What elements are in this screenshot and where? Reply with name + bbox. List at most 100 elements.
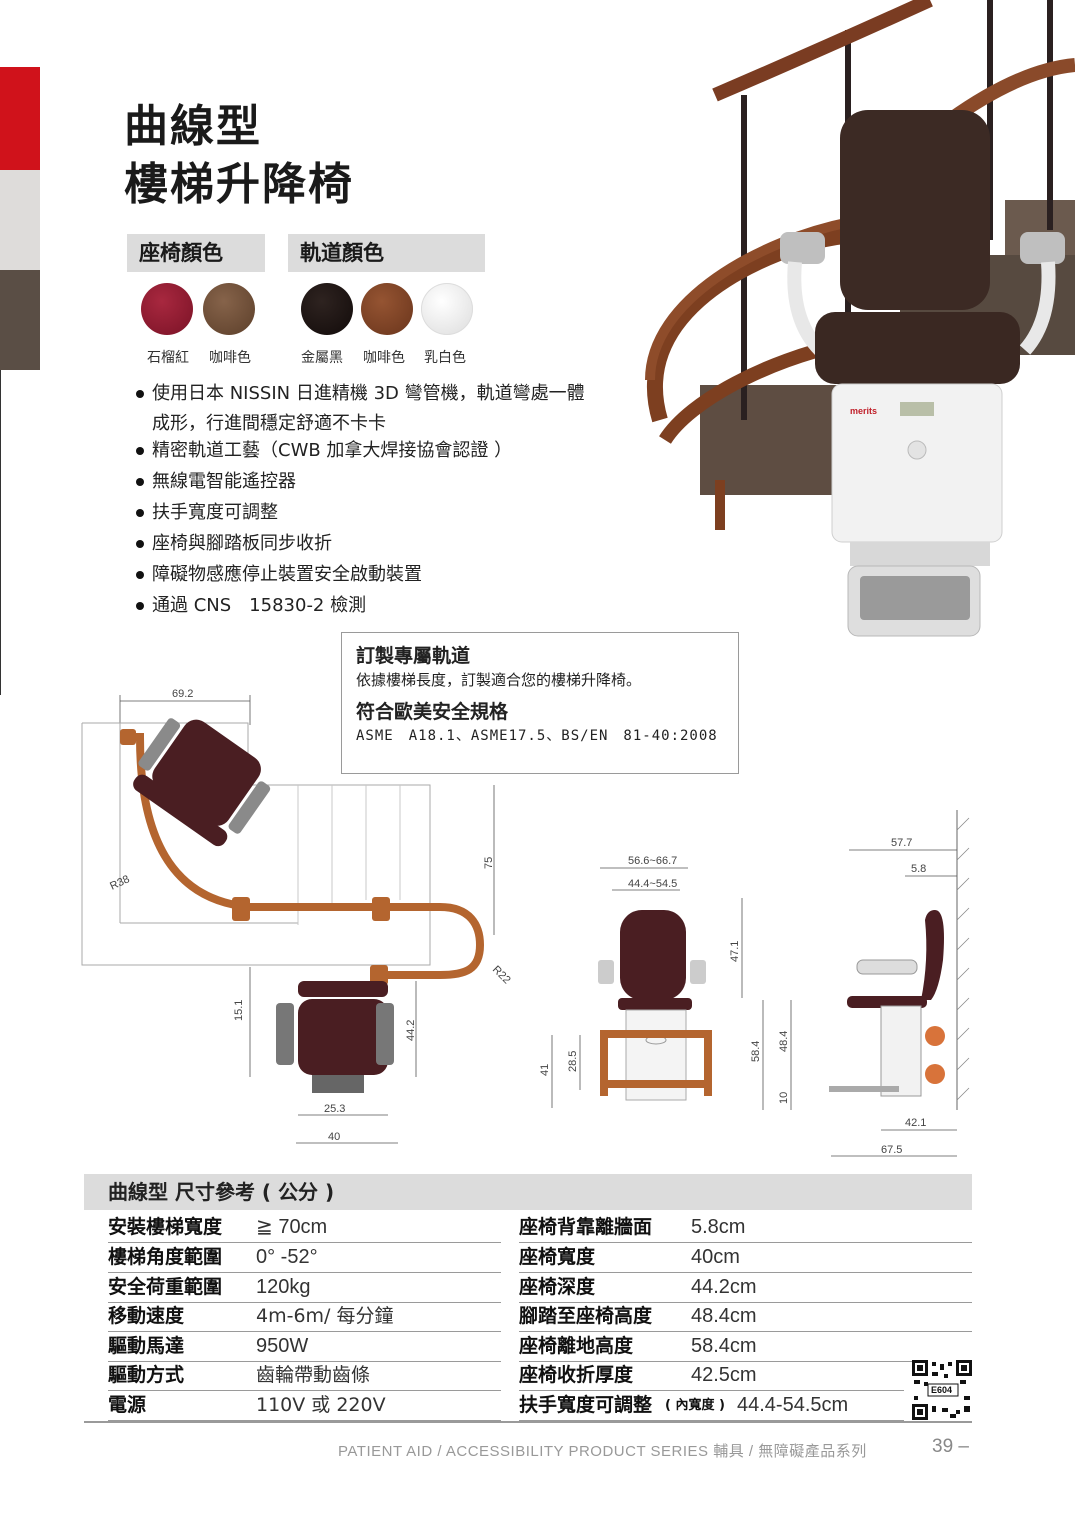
- swatch-label: 金屬黑: [301, 350, 343, 366]
- swatch-seat-pomegranate-red: [141, 283, 193, 335]
- spec-row: 安裝樓梯寬度 ≧ 70cm: [108, 1213, 501, 1243]
- feature-item-continuation: 成形，行進間穩定舒適不卡卡: [152, 413, 386, 434]
- top-view-diagram: 69.2 75 R38 R22 15.1 44.2 25.3 40: [81, 688, 513, 1144]
- spec-row: 安全荷重範圍 120kg: [108, 1273, 501, 1303]
- dim-label: 28.5: [567, 1051, 579, 1072]
- callout-standards: ASME A18.1、ASME17.5、BS/EN 81-40:2008: [356, 728, 718, 744]
- spec-row: 移動速度 4m-6m/ 每分鐘: [108, 1302, 501, 1332]
- color-strip-grey: [0, 170, 40, 270]
- spec-key: 樓梯角度範圍: [108, 1246, 223, 1268]
- spec-key: 安全荷重範圍: [108, 1276, 223, 1298]
- spec-row: 電源 110V 或 220V: [108, 1391, 501, 1421]
- callout-text: 依據樓梯長度，訂製適合您的樓梯升降椅。: [356, 671, 642, 689]
- swatch-rail-metal-black: [301, 283, 353, 335]
- dim-label: 57.7: [891, 837, 912, 849]
- dim-label: 48.4: [778, 1031, 790, 1052]
- page-number: 39 –: [932, 1436, 969, 1457]
- dim-label: 69.2: [172, 688, 193, 700]
- swatch-label: 乳白色: [424, 350, 466, 366]
- stairlift-photo: merits: [645, 0, 1075, 637]
- spec-row: 驅動馬達 950W: [108, 1332, 501, 1362]
- feature-item: 無線電智能遙控器: [136, 466, 585, 497]
- feature-item: 扶手寬度可調整: [136, 497, 585, 528]
- rail-color-label: 軌道顏色: [288, 234, 485, 272]
- spec-key-note: ( 內寬度 ): [665, 1398, 725, 1413]
- dim-label: 5.8: [911, 863, 926, 875]
- dim-label: 15.1: [233, 1000, 245, 1021]
- swatch-label: 咖啡色: [363, 350, 405, 366]
- callout-heading: 訂製專屬軌道: [356, 645, 471, 667]
- seat-color-label: 座椅顏色: [127, 234, 265, 272]
- front-view-diagram: 56.6~66.7 44.4~54.5 41 28.5 47.1: [540, 855, 743, 1108]
- spec-key: 安裝樓梯寬度: [108, 1216, 223, 1238]
- spec-key: 電源: [108, 1394, 147, 1416]
- feature-item: 精密軌道工藝（CWB 加拿大焊接協會認證 ）: [136, 435, 585, 466]
- spec-value: 0° -52°: [256, 1246, 318, 1268]
- swatch-rail-milk-white: [421, 283, 473, 335]
- feature-item: 通過 CNS 15830-2 檢測: [136, 590, 585, 621]
- chair-seat: [815, 312, 1020, 384]
- side-view-diagram: 57.7 5.8 58.4 48.4 10 42.1 67.5: [750, 810, 970, 1157]
- spec-value: 48.4cm: [691, 1305, 757, 1327]
- qr-code[interactable]: E604: [912, 1360, 972, 1420]
- spec-value: 58.4cm: [691, 1335, 757, 1357]
- swatch-rail-coffee: [361, 283, 413, 335]
- custom-track-callout: 訂製專屬軌道 依據樓梯長度，訂製適合您的樓梯升降椅。 符合歐美安全規格 ASME…: [341, 632, 739, 774]
- chair-backrest-side: [921, 910, 944, 1000]
- spec-table-header: 曲線型 尺寸參考 ( 公分 ): [84, 1174, 972, 1210]
- spec-value: 4m-6m/ 每分鐘: [256, 1305, 394, 1327]
- spec-value: 齒輪帶動齒條: [256, 1364, 371, 1386]
- chair-backrest-front: [620, 910, 686, 1000]
- callout-heading: 符合歐美安全規格: [356, 701, 509, 723]
- feature-item: 座椅與腳踏板同步收折: [136, 528, 585, 559]
- dim-label: 67.5: [881, 1144, 902, 1156]
- dim-label: 40: [328, 1131, 340, 1143]
- dim-label: 44.2: [405, 1020, 417, 1041]
- spec-value: 5.8cm: [691, 1216, 746, 1238]
- spec-value: 44.2cm: [691, 1276, 757, 1298]
- spec-key: 移動速度: [108, 1305, 185, 1327]
- spec-value: 44.4-54.5cm: [737, 1394, 849, 1416]
- swatch-label: 石榴紅: [147, 350, 189, 366]
- brand-logo-text: merits: [850, 406, 877, 416]
- dim-label: R22: [490, 964, 513, 987]
- spec-row: 座椅收折厚度 42.5cm: [519, 1361, 904, 1391]
- spec-row: 座椅背靠離牆面 5.8cm: [519, 1213, 972, 1243]
- spec-row: 座椅寬度 40cm: [519, 1243, 972, 1273]
- spec-key: 座椅深度: [519, 1276, 596, 1298]
- spec-value: 42.5cm: [691, 1364, 757, 1386]
- spec-row: 腳踏至座椅高度 48.4cm: [519, 1302, 972, 1332]
- page-title-line1: 曲線型: [124, 101, 262, 152]
- spec-row: 驅動方式 齒輪帶動齒條: [108, 1361, 501, 1391]
- spec-row: 樓梯角度範圍 0° -52°: [108, 1243, 501, 1273]
- dim-label: 75: [483, 857, 495, 869]
- spec-row: 座椅離地高度 58.4cm: [519, 1332, 972, 1362]
- dim-label: 10: [778, 1092, 790, 1104]
- chair-seat-top-view: [298, 999, 388, 1075]
- dim-label: 58.4: [750, 1041, 762, 1062]
- spec-key: 驅動馬達: [108, 1335, 185, 1357]
- spec-key: 座椅背靠離牆面: [519, 1216, 653, 1238]
- dim-label: 41: [540, 1064, 551, 1076]
- spec-value: 120kg: [256, 1276, 311, 1298]
- spec-row: 扶手寬度可調整 ( 內寬度 ) 44.4-54.5cm: [519, 1391, 904, 1421]
- spec-value: 40cm: [691, 1246, 740, 1268]
- spec-value: ≧ 70cm: [256, 1216, 328, 1238]
- feature-item: 使用日本 NISSIN 日進精機 3D 彎管機，軌道彎處一體: [136, 378, 585, 409]
- footer-series: PATIENT AID / ACCESSIBILITY PRODUCT SERI…: [338, 1443, 867, 1460]
- page-title-line2: 樓梯升降椅: [124, 159, 354, 210]
- spec-key: 腳踏至座椅高度: [519, 1305, 653, 1327]
- strip-rule: [0, 370, 1, 695]
- swatch-label: 咖啡色: [209, 350, 251, 366]
- qr-code-label: E604: [931, 1385, 952, 1395]
- feature-item: 障礙物感應停止裝置安全啟動裝置: [136, 559, 585, 590]
- spec-row: 座椅深度 44.2cm: [519, 1273, 972, 1303]
- dim-label: 47.1: [729, 941, 741, 962]
- dim-label: 56.6~66.7: [628, 855, 677, 867]
- color-strip-red: [0, 67, 40, 170]
- spec-key: 驅動方式: [108, 1364, 185, 1386]
- dim-label: 25.3: [324, 1103, 345, 1115]
- feature-list: 使用日本 NISSIN 日進精機 3D 彎管機，軌道彎處一體 成形，行進間穩定舒…: [136, 378, 585, 621]
- spec-key: 座椅收折厚度: [519, 1364, 634, 1386]
- dim-label: 42.1: [905, 1117, 926, 1129]
